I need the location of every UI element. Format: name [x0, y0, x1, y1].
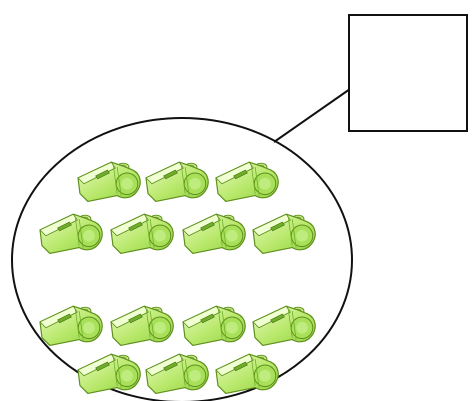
connector-line	[273, 88, 351, 143]
answer-box[interactable]	[348, 14, 468, 132]
